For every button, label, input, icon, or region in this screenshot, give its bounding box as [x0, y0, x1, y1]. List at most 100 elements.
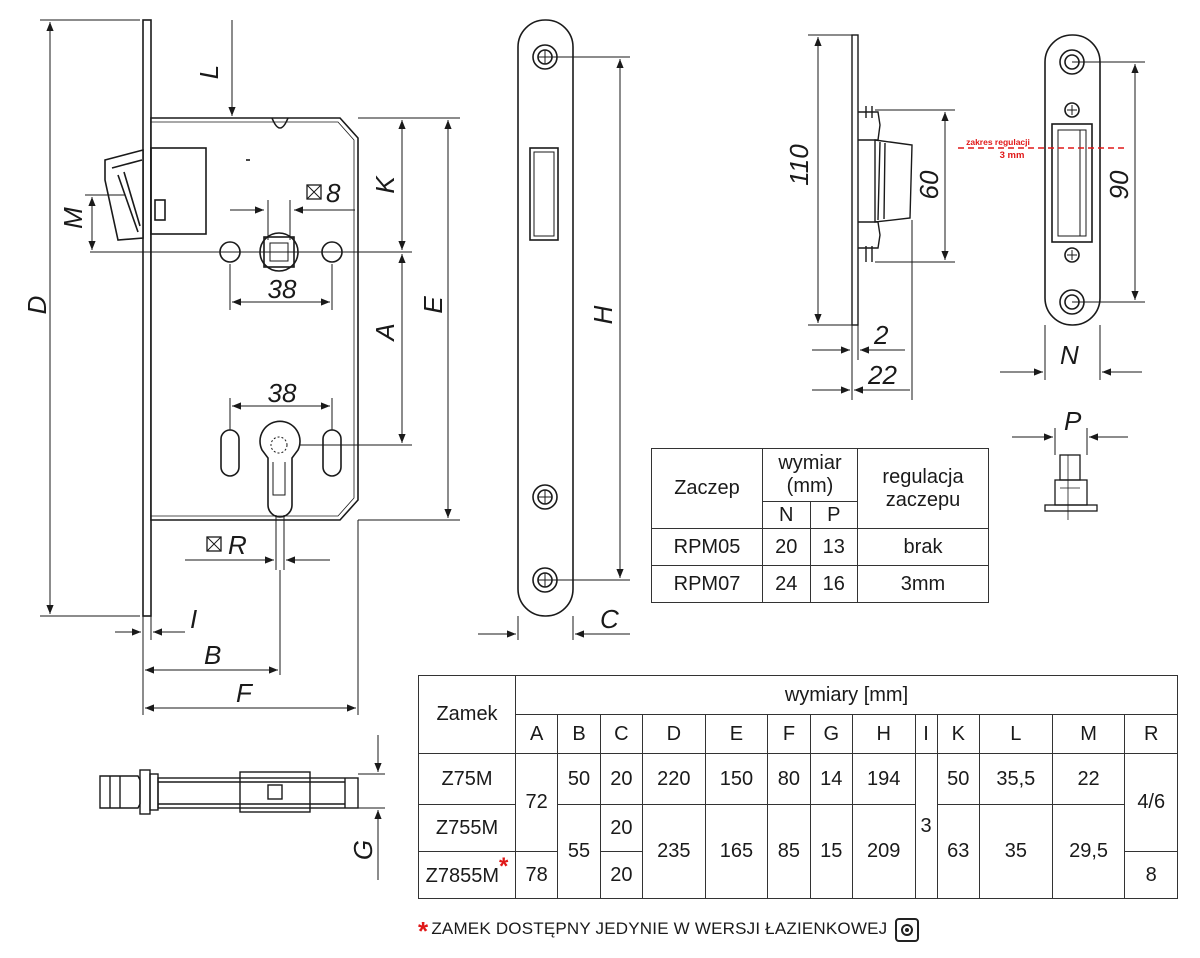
- strike-header-zaczep: Zaczep: [651, 448, 763, 529]
- lock-cell-c: 20: [599, 804, 644, 852]
- square-symbol-8: [306, 184, 322, 200]
- lock-col-header: L: [978, 714, 1053, 754]
- strike-side-view: [808, 34, 955, 400]
- strike-subheader-p: P: [809, 501, 858, 529]
- strike-subheader-n: N: [762, 501, 811, 529]
- strike-p: 16: [809, 565, 858, 603]
- strike-n: 24: [762, 565, 811, 603]
- lock-col-header: H: [851, 714, 916, 754]
- label-38-top: 38: [268, 274, 297, 304]
- lock-cell-l: 35,5: [978, 753, 1053, 805]
- lock-col-header: F: [767, 714, 811, 754]
- label-110: 110: [784, 144, 814, 186]
- lock-model-starred: Z7855M*: [418, 851, 516, 899]
- strike-front-view: [1000, 34, 1145, 380]
- strike-header-wymiar: wymiar (mm): [762, 448, 858, 502]
- strike-name: RPM05: [651, 528, 763, 566]
- label-A: A: [370, 323, 400, 342]
- label-C: C: [600, 604, 619, 634]
- label-38-bottom: 38: [268, 378, 297, 408]
- label-90: 90: [1104, 170, 1134, 199]
- label-G: G: [348, 840, 378, 860]
- lock-cell-r: 4/6: [1124, 753, 1178, 852]
- faceplate-view: [478, 19, 630, 640]
- lock-side-view: [99, 735, 385, 880]
- lock-case: [150, 117, 359, 521]
- label-B: B: [204, 640, 221, 670]
- lock-cell-e: 150: [704, 753, 769, 805]
- lock-cell-f: 85: [767, 804, 811, 899]
- lock-cell-b: 55: [557, 804, 601, 899]
- lock-cell-c: 20: [599, 851, 644, 899]
- adjustment-range-label: zakres regulacji: [966, 137, 1030, 147]
- label-22: 22: [867, 360, 897, 390]
- label-E: E: [418, 296, 448, 314]
- lock-col-header: C: [599, 714, 644, 754]
- label-8: 8: [326, 178, 341, 208]
- square-symbol-R: [206, 536, 222, 552]
- label-K: K: [370, 175, 400, 194]
- lock-cell-e: 165: [704, 804, 769, 899]
- latch-slot: [529, 147, 559, 241]
- strike-opening: [1051, 123, 1093, 243]
- lock-col-header: G: [809, 714, 853, 754]
- lock-model: Z755M: [418, 804, 516, 852]
- lock-col-header: K: [936, 714, 980, 754]
- label-I: I: [190, 604, 197, 634]
- lock-row-z7855m: Z7855M* 78 20 8: [418, 851, 1178, 899]
- footnote-text: ZAMEK DOSTĘPNY JEDYNIE W WERSJI ŁAZIENKO…: [431, 919, 888, 938]
- lock-cell-r: 8: [1124, 851, 1178, 899]
- strike-row: RPM05 20 13 brak: [651, 528, 989, 566]
- lock-cell-c: 20: [599, 753, 644, 805]
- lock-cell-h: 209: [851, 804, 916, 899]
- lock-col-header: D: [642, 714, 706, 754]
- lock-cell-l: 35: [978, 804, 1053, 899]
- lock-cell-d: 235: [642, 804, 706, 899]
- lock-col-header: A: [514, 714, 559, 754]
- lock-header-zamek: Zamek: [418, 675, 516, 754]
- label-2: 2: [873, 320, 889, 350]
- lock-cell-g: 15: [809, 804, 853, 899]
- strike-top-view: [1012, 428, 1128, 520]
- lock-cell-i: 3: [914, 753, 938, 899]
- strike-name: RPM07: [651, 565, 763, 603]
- lock-cell-f: 80: [767, 753, 811, 805]
- main-dimension-labels: D L K E A M 38 38 8 R I B F: [22, 65, 448, 708]
- lock-cell-k: 63: [936, 804, 980, 899]
- lock-cell-h: 194: [851, 753, 916, 805]
- bathroom-icon: [895, 917, 920, 942]
- lock-model: Z75M: [418, 753, 516, 805]
- lock-cell-b: 50: [557, 753, 601, 805]
- strike-header-regulacja: regulacja zaczepu: [857, 448, 989, 529]
- lock-header-wymiary: wymiary [mm]: [515, 675, 1178, 715]
- lock-faceplate: [142, 19, 152, 617]
- adjustment-range-value: 3 mm: [1000, 150, 1025, 161]
- strike-p: 13: [809, 528, 858, 566]
- label-L: L: [194, 65, 224, 79]
- lock-cell-a: 72: [514, 753, 559, 852]
- lock-cell-d: 220: [642, 753, 706, 805]
- lock-cell-k: 50: [936, 753, 980, 805]
- lock-body-view: [104, 19, 359, 617]
- lock-cell-a: 78: [514, 851, 559, 899]
- lock-col-header: E: [704, 714, 769, 754]
- lock-col-header: I: [914, 714, 938, 754]
- strike-plate: [1044, 34, 1101, 326]
- lock-row-z75m: Z75M 72 50 20 220 150 80 14 194 3 50 35,…: [418, 753, 1178, 899]
- faceplate-front: [517, 19, 574, 617]
- label-R: R: [228, 530, 247, 560]
- lock-table: Zamek wymiary [mm] A B C D E F G H I K L…: [418, 675, 1178, 899]
- label-60: 60: [914, 170, 944, 199]
- label-P: P: [1064, 406, 1082, 436]
- main-dimensions: [40, 19, 460, 715]
- lock-col-header: M: [1051, 714, 1126, 754]
- strike-table: Zaczep wymiar (mm) regulacja zaczepu N P…: [651, 448, 989, 603]
- label-M: M: [58, 207, 88, 229]
- lock-cell-g: 14: [809, 753, 853, 805]
- asterisk-icon: *: [499, 853, 509, 880]
- footnote: *ZAMEK DOSTĘPNY JEDYNIE W WERSJI ŁAZIENK…: [418, 910, 920, 946]
- lock-col-header: B: [557, 714, 601, 754]
- lock-cell-m: 29,5: [1051, 804, 1126, 899]
- label-D: D: [22, 296, 52, 315]
